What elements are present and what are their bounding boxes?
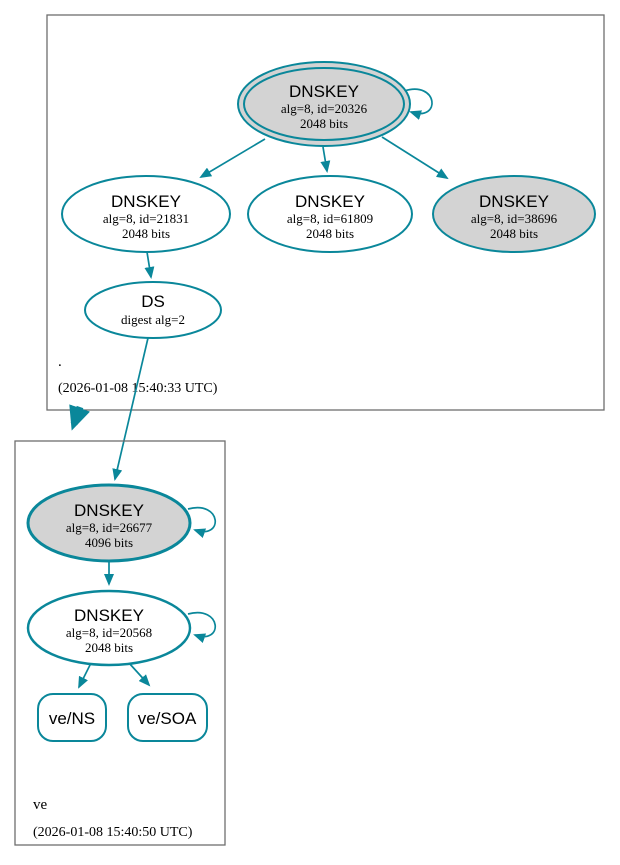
dnskey-38696-title: DNSKEY bbox=[479, 192, 549, 211]
dnskey-20326-bits: 2048 bits bbox=[300, 116, 348, 131]
dnskey-61809-bits: 2048 bits bbox=[306, 226, 354, 241]
edge-dnskey20326-selfloop bbox=[403, 88, 433, 120]
edge-dnskey20326-dnskey21831 bbox=[199, 138, 266, 179]
rrset-ve-ns-label: ve/NS bbox=[49, 709, 95, 728]
dnskey-38696-alg: alg=8, id=38696 bbox=[471, 211, 558, 226]
edge-dnskey20568-soa bbox=[128, 662, 151, 687]
dnskey-20568-ellipse[interactable] bbox=[26, 589, 192, 667]
dnskey-21831-bits: 2048 bits bbox=[122, 226, 170, 241]
edge-ds-dnskey26677 bbox=[112, 337, 149, 481]
dnskey-20326-outer-ellipse[interactable] bbox=[237, 61, 411, 147]
dnskey-38696-ellipse[interactable] bbox=[432, 175, 596, 253]
rrset-ve-soa-box[interactable] bbox=[127, 693, 208, 742]
rrset-ve-ns-box[interactable] bbox=[37, 693, 107, 742]
dnskey-38696-bits: 2048 bits bbox=[490, 226, 538, 241]
zone-ve-timestamp: (2026-01-08 15:40:50 UTC) bbox=[33, 825, 193, 840]
dnskey-20326-inner-ellipse bbox=[243, 67, 405, 141]
dnskey-20568-title: DNSKEY bbox=[74, 606, 144, 625]
dnskey-26677-title: DNSKEY bbox=[74, 501, 144, 520]
dnskey-61809-alg: alg=8, id=61809 bbox=[287, 211, 373, 226]
edge-dnskey26677-selfloop bbox=[187, 506, 217, 538]
edge-dnskey20568-selfloop bbox=[187, 611, 217, 643]
edge-dnskey21831-ds bbox=[144, 251, 155, 279]
dnskey-20568-alg: alg=8, id=20568 bbox=[66, 625, 152, 640]
dnskey-21831-title: DNSKEY bbox=[111, 192, 181, 211]
edge-dnskey20326-dnskey38696 bbox=[381, 136, 449, 180]
node-dnskey-20568[interactable]: DNSKEY alg=8, id=20568 2048 bits bbox=[26, 589, 192, 667]
edge-dnskey20326-dnskey61809 bbox=[320, 146, 331, 173]
dnskey-20326-title: DNSKEY bbox=[289, 82, 359, 101]
zone-root: . (2026-01-08 15:40:33 UTC) bbox=[46, 14, 605, 411]
edge-zone-delegation-arrow bbox=[69, 404, 91, 431]
node-dnskey-38696[interactable]: DNSKEY alg=8, id=38696 2048 bits bbox=[432, 175, 596, 253]
dnskey-26677-alg: alg=8, id=26677 bbox=[66, 520, 153, 535]
node-dnskey-26677[interactable]: DNSKEY alg=8, id=26677 4096 bits bbox=[26, 483, 192, 563]
zone-root-label: . bbox=[58, 354, 62, 370]
edge-dnskey20568-ns bbox=[78, 662, 92, 689]
dnskey-21831-alg: alg=8, id=21831 bbox=[103, 211, 189, 226]
zone-ve: ve (2026-01-08 15:40:50 UTC) bbox=[14, 440, 226, 846]
zone-root-box bbox=[46, 14, 605, 411]
dnskey-61809-ellipse[interactable] bbox=[247, 175, 413, 253]
node-dnskey-21831[interactable]: DNSKEY alg=8, id=21831 2048 bits bbox=[61, 175, 231, 253]
dnskey-61809-title: DNSKEY bbox=[295, 192, 365, 211]
ds-digest: digest alg=2 bbox=[121, 312, 185, 327]
dnskey-20326-alg: alg=8, id=20326 bbox=[281, 101, 368, 116]
dnskey-26677-ellipse[interactable] bbox=[26, 483, 192, 563]
node-ds[interactable]: DS digest alg=2 bbox=[84, 281, 222, 339]
ds-title: DS bbox=[141, 292, 165, 311]
dnskey-26677-bits: 4096 bits bbox=[85, 535, 133, 550]
ds-ellipse[interactable] bbox=[84, 281, 222, 339]
edges-root-zone bbox=[144, 88, 449, 279]
rrset-ve-soa-label: ve/SOA bbox=[138, 709, 197, 728]
zone-root-timestamp: (2026-01-08 15:40:33 UTC) bbox=[58, 381, 218, 396]
zone-ve-label: ve bbox=[33, 797, 48, 813]
dnskey-20568-bits: 2048 bits bbox=[85, 640, 133, 655]
dnskey-21831-ellipse[interactable] bbox=[61, 175, 231, 253]
edges-ve-zone bbox=[78, 506, 217, 689]
node-dnskey-20326[interactable]: DNSKEY alg=8, id=20326 2048 bits bbox=[237, 61, 411, 147]
node-rrset-ve-soa[interactable]: ve/SOA bbox=[127, 693, 208, 742]
zone-ve-box bbox=[14, 440, 226, 846]
node-rrset-ve-ns[interactable]: ve/NS bbox=[37, 693, 107, 742]
node-dnskey-61809[interactable]: DNSKEY alg=8, id=61809 2048 bits bbox=[247, 175, 413, 253]
